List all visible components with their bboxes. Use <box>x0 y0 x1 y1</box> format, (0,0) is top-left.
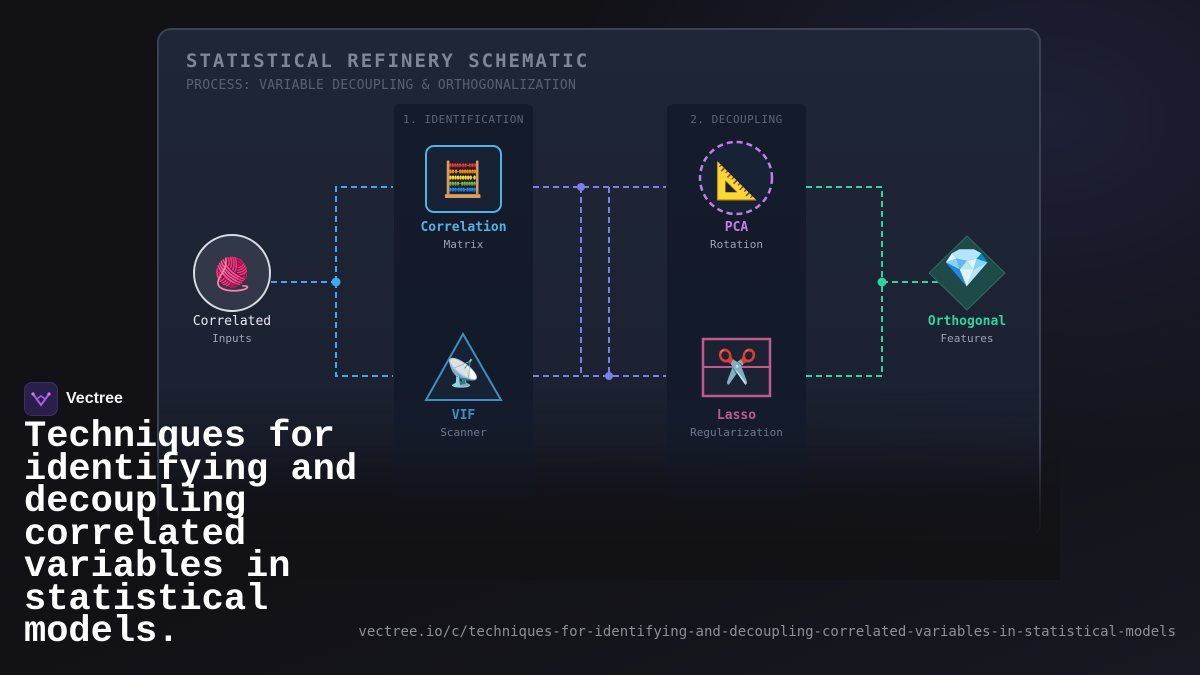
schematic-subtitle: PROCESS: VARIABLE DECOUPLING & ORTHOGONA… <box>186 78 577 93</box>
wire-input-split-bottom <box>335 282 393 377</box>
correlation-node-shape <box>425 145 502 213</box>
correlation-node-title: Correlation <box>420 220 507 235</box>
junction-middle-top <box>577 183 585 191</box>
junction-middle-bottom <box>605 372 613 380</box>
schematic-title: STATISTICAL REFINERY SCHEMATIC <box>186 50 590 72</box>
page-url[interactable]: vectree.io/c/techniques-for-identifying-… <box>358 624 1176 640</box>
vif-node-title: VIF <box>451 408 476 423</box>
input-node-shape <box>193 234 271 312</box>
abacus-icon: 🧮 <box>441 160 485 200</box>
headline: Techniques for identifying and decouplin… <box>24 416 358 653</box>
output-node-title: Orthogonal <box>927 314 1007 329</box>
output-node: Orthogonal Features <box>907 314 1027 345</box>
wire-output-bottom <box>806 282 883 377</box>
stage-decoupling-label: 2. DECOUPLING <box>690 113 783 126</box>
lasso-node-title: Lasso <box>716 408 757 423</box>
vif-node-subtitle: Scanner <box>440 426 487 439</box>
pca-node-subtitle: Rotation <box>710 238 763 251</box>
junction-output <box>877 277 887 287</box>
input-node-subtitle: Inputs <box>212 332 252 345</box>
satellite-icon: 📡 <box>446 358 480 389</box>
output-node-subtitle: Features <box>940 332 994 345</box>
scissors-icon: ✂️ <box>716 347 758 386</box>
vif-node: VIF Scanner <box>394 408 533 439</box>
yarn-icon: 🧶 <box>212 255 252 293</box>
lasso-node: Lasso Regularization <box>667 408 806 439</box>
input-node: Correlated Inputs <box>172 314 292 345</box>
brand-name: Vectree <box>66 390 123 407</box>
input-node-title: Correlated <box>192 314 272 329</box>
output-node-shape <box>928 235 1006 311</box>
correlation-node: Correlation Matrix <box>394 220 533 251</box>
gem-icon: 💎 <box>943 246 991 290</box>
vif-node-shape <box>424 331 503 401</box>
triangle-ruler-icon: 📐 <box>714 161 760 202</box>
vectree-logo-icon <box>24 382 58 416</box>
brand[interactable]: Vectree <box>24 382 123 416</box>
pca-node-title: PCA <box>724 220 749 235</box>
lasso-node-subtitle: Regularization <box>690 426 783 439</box>
junction-input <box>331 277 341 287</box>
stage-identification-label: 1. IDENTIFICATION <box>402 113 525 126</box>
wire-input-split-top <box>335 186 393 282</box>
wire-output-top <box>806 186 883 282</box>
pca-node-shape <box>698 140 774 216</box>
pca-node: PCA Rotation <box>667 220 806 251</box>
correlation-node-subtitle: Matrix <box>443 238 484 251</box>
